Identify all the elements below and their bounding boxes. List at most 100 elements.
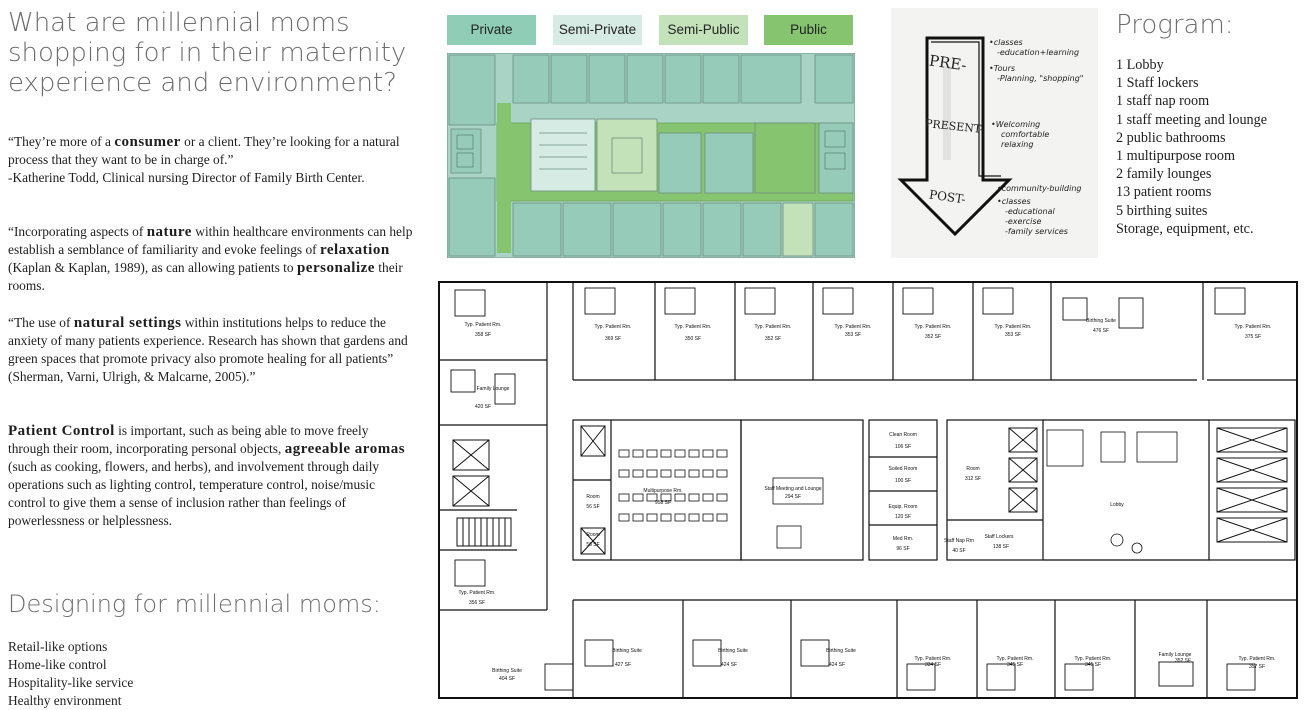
- room-label: Family Lounge: [477, 386, 510, 392]
- design-heading: Designing for millennial moms:: [8, 590, 381, 618]
- room-label: Staff Meeting and Lounge: [764, 486, 821, 492]
- quote-text: or a client. They’re looking for a natur…: [8, 134, 400, 167]
- quote-text: is important, such as being able to move…: [8, 423, 369, 456]
- room-area: 404 SF: [499, 676, 515, 682]
- list-item: 1 staff nap room: [1116, 93, 1210, 110]
- room-area: 476 SF: [1093, 328, 1109, 334]
- program-list: 1 Lobby 1 Staff lockers 1 staff nap room…: [1116, 56, 1267, 238]
- list-item: Retail-like options: [8, 639, 108, 654]
- sketch-note: -educational: [1005, 207, 1055, 216]
- room-area: 356 SF: [469, 600, 485, 606]
- journey-sketch: PRE- PRESENT- POST- •classes -education+…: [891, 8, 1098, 258]
- room-label: Multipurpose Rm.: [643, 488, 682, 494]
- quote-nature: “Incorporating aspects of nature within …: [8, 223, 413, 295]
- zoning-plan: [447, 53, 855, 258]
- room-area: 357 SF: [1249, 664, 1265, 670]
- quote-emphasis: personalize: [296, 260, 375, 276]
- room-label: Typ. Patient Rm.: [459, 590, 496, 596]
- quote-text: within institutions helps to reduce the …: [8, 315, 408, 384]
- room-label: Birthing Suite: [826, 648, 856, 654]
- list-item: 2 public bathrooms: [1116, 129, 1226, 146]
- list-item: 1 staff meeting and lounge: [1116, 111, 1268, 128]
- room-area: 352 SF: [925, 334, 941, 340]
- room-area: 96 SF: [896, 546, 909, 552]
- journey-arrow-drawing: [897, 36, 1013, 237]
- sketch-note: •community-building: [997, 184, 1082, 193]
- room-label: Typ. Patient Rm.: [465, 322, 502, 328]
- quote-emphasis: agreeable aromas: [284, 441, 406, 457]
- legend-public: Public: [764, 15, 853, 45]
- list-item: 1 multipurpose room: [1116, 148, 1236, 165]
- room-area: 294 SF: [785, 494, 801, 500]
- quote-patient-control: Patient Control is important, such as be…: [8, 422, 413, 530]
- room-area: 334 SF: [925, 662, 941, 668]
- list-item: Storage, equipment, etc.: [1116, 220, 1254, 237]
- sketch-note: -exercise: [1005, 217, 1042, 226]
- room-label: Staff Nap Rm: [944, 538, 974, 544]
- sketch-note: •Welcoming: [991, 120, 1041, 129]
- list-item: 2 family lounges: [1116, 166, 1212, 183]
- room-label: Family Lounge: [1159, 652, 1192, 658]
- room-area: 369 SF: [605, 336, 621, 342]
- quote-text: (Kaplan & Kaplan, 1989), as can allowing…: [8, 260, 297, 275]
- quote-natural-settings: “The use of natural settings within inst…: [8, 314, 413, 386]
- legend-semi-private: Semi-Private: [553, 15, 642, 45]
- room-area: 420 SF: [475, 404, 491, 410]
- room-label: Typ. Patient Rm.: [755, 324, 792, 330]
- room-label: Typ. Patient Rm.: [915, 324, 952, 330]
- quote-text: their rooms.: [8, 260, 403, 293]
- quote-emphasis: nature: [146, 224, 192, 240]
- room-label: Room: [586, 532, 599, 538]
- room-area: 352 SF: [1175, 658, 1191, 664]
- quote-text: within healthcare environments can help …: [8, 224, 413, 257]
- room-label: Med Rm.: [893, 536, 913, 542]
- room-area: 345 SF: [1007, 662, 1023, 668]
- list-item: Home-like control: [8, 657, 107, 672]
- list-item: 1 Lobby: [1116, 57, 1164, 73]
- room-label: Birthing Suite: [1086, 318, 1116, 324]
- zoning-plan-drawing: [447, 53, 855, 258]
- room-label: Birthing Suite: [492, 668, 522, 674]
- list-item: Hospitality-like service: [8, 675, 134, 690]
- sketch-note: -education+learning: [997, 48, 1080, 57]
- room-area: 312 SF: [965, 476, 981, 482]
- page-title: What are millennial moms shopping for in…: [8, 8, 407, 98]
- room-label: Birthing Suite: [718, 648, 748, 654]
- sketch-note: -Planning, "shopping": [997, 74, 1084, 83]
- room-label: Typ. Patient Rm.: [1235, 324, 1272, 330]
- sketch-note: -family services: [1005, 227, 1068, 236]
- sketch-note: comfortable: [1001, 130, 1050, 139]
- sketch-note: •classes: [997, 197, 1031, 206]
- floor-plan-drawing: Typ. Patient Rm. 358 SF Family Lounge 42…: [438, 281, 1298, 699]
- list-item: 5 birthing suites: [1116, 202, 1208, 219]
- quote-text: “The use of: [8, 315, 74, 330]
- quote-emphasis: consumer: [114, 134, 181, 150]
- sketch-note: •Tours: [989, 64, 1016, 73]
- room-label: Equip. Room: [889, 504, 918, 510]
- room-label: Room: [586, 494, 599, 500]
- quote-text: (such as cooking, flowers, and herbs), a…: [8, 459, 380, 528]
- room-area: 427 SF: [615, 662, 631, 668]
- list-item: 1 Staff lockers: [1116, 75, 1199, 92]
- quote-text: “Incorporating aspects of: [8, 224, 147, 239]
- room-label: Lobby: [1110, 502, 1124, 508]
- quote-text: “They’re more of a: [8, 134, 115, 149]
- sketch-note: relaxing: [1001, 140, 1034, 149]
- room-label: Typ. Patient Rm.: [835, 324, 872, 330]
- room-area: 424 SF: [721, 662, 737, 668]
- room-area: 424 SF: [829, 662, 845, 668]
- quote-consumer: “They’re more of a consumer or a client.…: [8, 133, 413, 187]
- room-area: 350 SF: [685, 336, 701, 342]
- sketch-notes-post: •community-building •classes -educationa…: [997, 184, 1081, 237]
- room-label: Birthing Suite: [612, 648, 642, 654]
- legend-semi-public: Semi-Public: [659, 15, 748, 45]
- quote-emphasis: Patient Control: [8, 423, 115, 439]
- room-area: 100 SF: [895, 478, 911, 484]
- room-area: 40 SF: [952, 548, 965, 554]
- room-label: Typ. Patient Rm.: [595, 324, 632, 330]
- room-label: Room: [966, 466, 979, 472]
- list-item: 13 patient rooms: [1116, 184, 1212, 201]
- room-area: 106 SF: [895, 444, 911, 450]
- room-area: 958 SF: [655, 500, 671, 506]
- room-area: 353 SF: [845, 332, 861, 338]
